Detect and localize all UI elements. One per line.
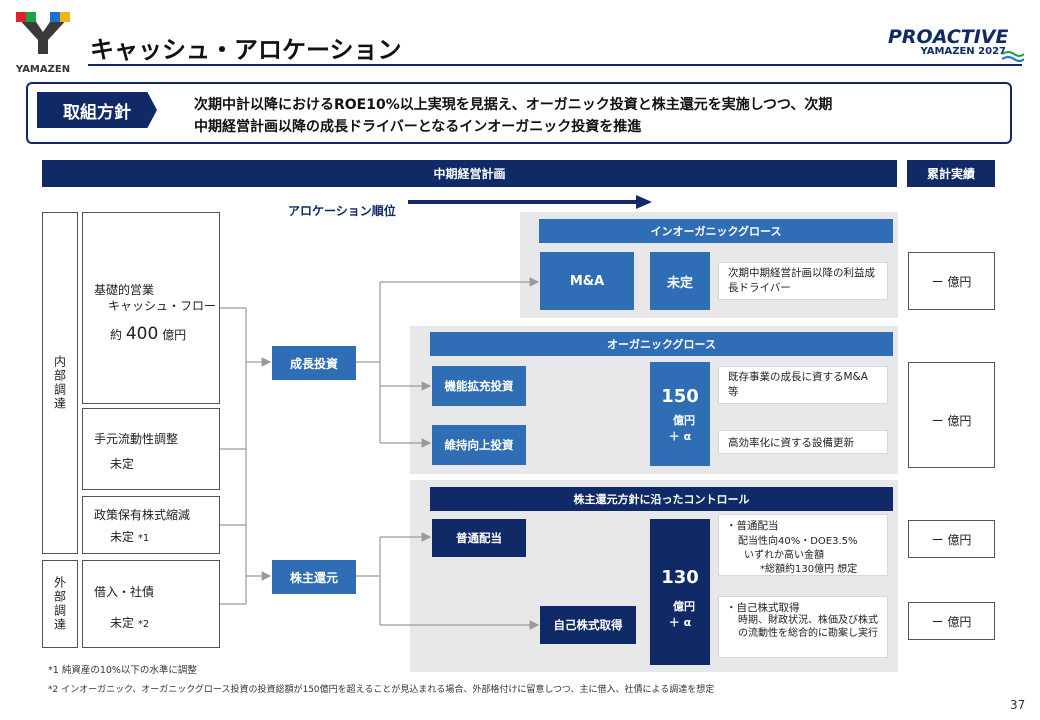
growth-investment-box: 成長投資 <box>272 346 356 380</box>
operating-cf-value: 400 <box>125 324 159 344</box>
organic-desc1: 既存事業の成長に資するM&A等 <box>728 371 868 398</box>
inorganic-title: インオーガニックグロース <box>539 219 893 243</box>
liquidity-value: 未定 <box>110 457 135 471</box>
title-underline <box>88 64 1022 66</box>
brand-main: PROACTIVE <box>888 26 1009 48</box>
dividend-desc-2: 配当性向40%・DOE3.5% <box>738 536 858 547</box>
operating-cf-line1: 基礎的営業 <box>94 283 155 297</box>
debt-label: 借入・社債 <box>94 585 155 599</box>
shares-label: 政策保有株式縮減 <box>94 508 191 522</box>
dividend-desc-1: ・普通配当 <box>726 520 779 532</box>
organic-desc2-box <box>718 430 888 454</box>
policy-box <box>26 82 1012 144</box>
operating-cf-amount: 約 400 億円 <box>110 324 187 344</box>
debt-value: 未定 *2 <box>110 616 150 630</box>
yamazen-logo-icon <box>16 12 70 54</box>
debt-box <box>82 560 220 648</box>
expansion-investment-box: 機能拡充投資 <box>432 366 526 406</box>
buyback-box: 自己株式取得 <box>540 606 636 644</box>
return-amount-box <box>650 519 710 665</box>
organic-amount-box <box>650 362 710 466</box>
return-title: 株主還元方針に沿ったコントロール <box>430 487 893 511</box>
page-number: 37 <box>1010 698 1026 712</box>
buyback-desc-box <box>718 596 888 658</box>
operating-cf-box <box>82 212 220 404</box>
liquidity-box <box>82 408 220 490</box>
company-logo: YAMAZEN <box>14 12 72 75</box>
footnote-2: *2 インオーガニック、オーガニックグロース投資の投資総額が150億円を超えるこ… <box>48 685 715 695</box>
brand-logo: PROACTIVE YAMAZEN 2027 <box>888 26 1024 66</box>
policy-line-2: 中期経営計画以降の成長ドライバーとなるインオーガニック投資を推進 <box>194 119 642 135</box>
inorganic-desc-box <box>718 262 888 300</box>
liquidity-label: 手元流動性調整 <box>94 432 179 446</box>
dividend-desc-box <box>718 514 888 576</box>
buyback-desc-2: 時期、財政状況、株価及び株式の流動性を総合的に勘案し実行 <box>738 615 878 639</box>
maintenance-investment-box: 維持向上投資 <box>432 425 526 465</box>
organic-desc2: 高効率化に資する設備更新 <box>728 437 854 449</box>
organic-title: オーガニックグロース <box>430 332 893 356</box>
wave-icon <box>1002 51 1024 62</box>
return-amount-unit: 億円 <box>673 600 695 613</box>
external-source-box <box>42 560 78 648</box>
shares-box <box>82 496 220 554</box>
shares-value: 未定 *1 <box>110 530 150 544</box>
operating-cf-line2: キャッシュ・フロー <box>108 299 217 313</box>
buyback-desc-1: ・自己株式取得 <box>726 602 800 614</box>
allocation-arrow-icon <box>408 195 652 209</box>
internal-source-box <box>42 212 78 554</box>
organic-desc1-box <box>718 366 888 404</box>
organic-amount-unit: 億円 <box>673 414 695 427</box>
external-source-label: 外部調達 <box>52 576 67 632</box>
allocation-order-label: アロケーション順位 <box>288 204 396 218</box>
dividend-box: 普通配当 <box>432 519 526 557</box>
result-organic-box <box>908 362 995 468</box>
dividend-desc-4: *総額約130億円 想定 <box>760 564 858 575</box>
result-dividend: ー 億円 <box>908 520 995 558</box>
shareholder-return-box: 株主還元 <box>272 560 356 594</box>
ma-box: M&A <box>540 252 634 310</box>
policy-line-1: 次期中計以降におけるROE10%以上実現を見据え、オーガニック投資と株主還元を実… <box>194 97 833 113</box>
dividend-desc-3: いずれか高い金額 <box>744 550 824 561</box>
inorganic-desc: 次期中期経営計画以降の利益成長ドライバー <box>728 267 875 294</box>
result-inorganic: ー 億円 <box>908 252 995 310</box>
organic-amount-plus: ＋ α <box>668 430 692 443</box>
organic-amount-value: 150 <box>661 386 699 407</box>
result-buyback: ー 億円 <box>908 602 995 640</box>
footnote-1: *1 純資産の10%以下の水準に調整 <box>48 665 197 676</box>
policy-label: 取組方針 <box>37 92 157 128</box>
internal-source-label: 内部調達 <box>52 355 67 411</box>
result-organic: ー 億円 <box>931 414 972 428</box>
page-title: キャッシュ・アロケーション <box>90 36 402 64</box>
plan-header: 中期経営計画 <box>42 160 897 187</box>
return-amount-plus: ＋ α <box>668 616 692 629</box>
result-header: 累計実績 <box>907 160 995 187</box>
inorganic-amount-box: 未定 <box>650 252 710 310</box>
brand-sub: YAMAZEN 2027 <box>920 46 1006 57</box>
return-amount-value: 130 <box>661 567 699 588</box>
company-name: YAMAZEN <box>15 64 71 75</box>
